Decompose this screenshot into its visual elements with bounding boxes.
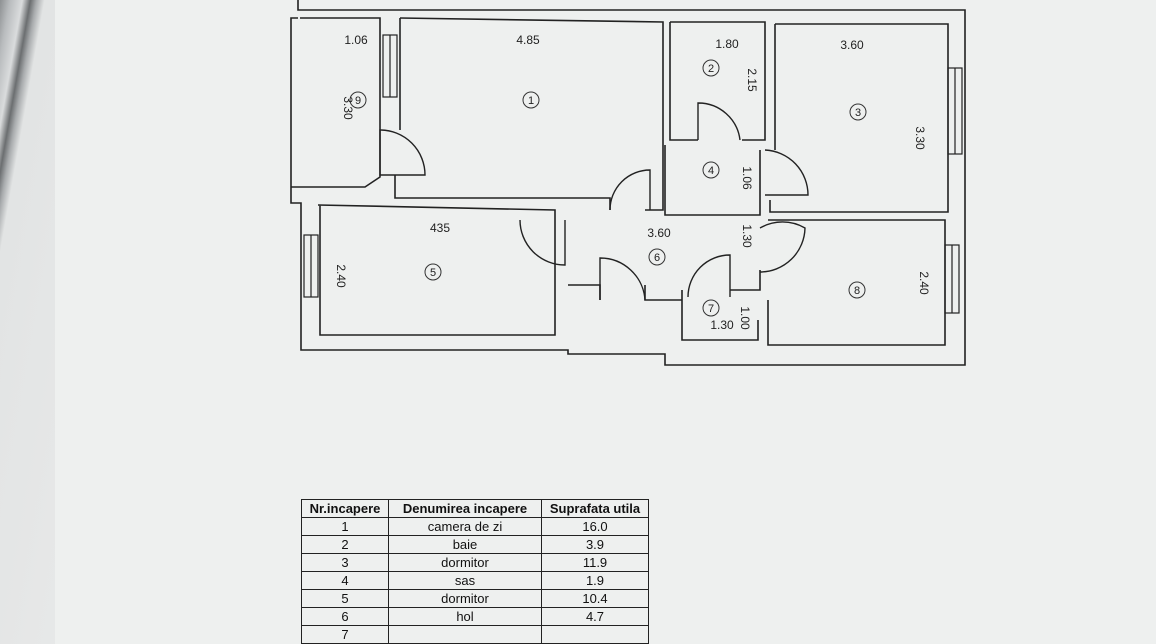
room-3-number: 3 [855, 107, 861, 119]
room-2-wall-left [669, 22, 698, 141]
room-4-number: 4 [708, 165, 714, 177]
col-header-room-name: Denumirea incapere [388, 499, 542, 518]
cell-room-number: 2 [301, 535, 389, 554]
hall-wall [568, 284, 601, 300]
door-entry [599, 257, 646, 301]
room-9-wall [291, 17, 381, 188]
room-5-number: 5 [430, 267, 436, 279]
dim-room-3-length: 3.30 [913, 126, 927, 150]
window-room-1 [382, 34, 398, 98]
dim-room-3-width: 3.60 [840, 38, 864, 52]
cell-room-number: 3 [301, 553, 389, 572]
room-7-number: 7 [708, 303, 714, 315]
dim-room-9-length: 3.30 [341, 96, 355, 120]
room-1-marker [522, 91, 540, 109]
table-row: 6 hol 4.7 [301, 607, 649, 626]
room-table: Nr.incapere Denumirea incapere Suprafata… [301, 499, 649, 644]
room-4-wall [664, 145, 761, 216]
room-9-number: 9 [355, 95, 361, 107]
cell-room-name: dormitor [388, 553, 542, 572]
room-5-wall [317, 204, 556, 336]
room-1-wall-bottom [394, 175, 611, 210]
room-7-marker [702, 299, 720, 317]
outer-wall-left [290, 17, 298, 187]
cell-area: 11.9 [541, 553, 649, 572]
dim-room-8-length: 2.40 [917, 271, 931, 295]
cell-room-number: 7 [301, 625, 389, 644]
room-9-marker [349, 91, 367, 109]
door-room-2 [697, 102, 741, 141]
door-room-8 [759, 221, 806, 273]
door-room-5 [519, 219, 566, 266]
col-header-room-number: Nr.incapere [301, 499, 389, 518]
window-room-8 [944, 244, 960, 314]
cell-room-name: hol [388, 607, 542, 626]
dim-room-7-width: 1.30 [710, 318, 734, 332]
room-7-wall [681, 290, 759, 341]
door-room-1 [609, 169, 651, 211]
cell-area: 1.9 [541, 571, 649, 590]
cell-room-name: camera de zi [388, 517, 542, 536]
cell-room-number: 6 [301, 607, 389, 626]
outer-wall [290, 0, 966, 366]
dim-room-2-length: 2.15 [745, 68, 759, 92]
table-row: 1 camera de zi 16.0 [301, 517, 649, 536]
room-2-number: 2 [708, 63, 714, 75]
door-room-9 [379, 129, 426, 176]
table-row: 3 dormitor 11.9 [301, 553, 649, 572]
dim-room-7-length: 1.00 [738, 306, 752, 330]
dim-room-5-width: 435 [430, 221, 450, 235]
cell-area: 10.4 [541, 589, 649, 608]
window-room-5 [303, 234, 319, 298]
cell-room-name: sas [388, 571, 542, 590]
cell-room-name: baie [388, 535, 542, 554]
dim-room-1-width: 4.85 [516, 33, 540, 47]
hall-wall-2 [644, 285, 682, 301]
room-3-wall [769, 23, 949, 213]
table-row: 5 dormitor 10.4 [301, 589, 649, 608]
table-row: 4 sas 1.9 [301, 571, 649, 590]
cell-room-number: 5 [301, 589, 389, 608]
dim-room-4-length: 1.06 [740, 166, 754, 190]
room-2-marker [702, 59, 720, 77]
door-room-7 [687, 254, 731, 298]
room-1-wall [399, 17, 664, 211]
room-5-marker [424, 263, 442, 281]
cell-room-name [388, 625, 542, 644]
table-header-row: Nr.incapere Denumirea incapere Suprafata… [301, 499, 649, 518]
dim-room-5-length: 2.40 [334, 264, 348, 288]
room-8-wall [767, 219, 946, 346]
table-row: 2 baie 3.9 [301, 535, 649, 554]
room-8-number: 8 [854, 285, 860, 297]
room-6-marker [648, 248, 666, 266]
dim-hall-width: 3.60 [647, 226, 671, 240]
room-2-wall [670, 21, 766, 141]
cell-room-number: 1 [301, 517, 389, 536]
cell-area: 3.9 [541, 535, 649, 554]
cell-area [541, 625, 649, 644]
table-row: 7 [301, 625, 649, 644]
window-room-3 [947, 67, 963, 155]
cell-room-name: dormitor [388, 589, 542, 608]
room-7-wall-top [730, 270, 761, 291]
room-3-marker [849, 103, 867, 121]
cell-area: 4.7 [541, 607, 649, 626]
cell-room-number: 4 [301, 571, 389, 590]
door-room-3 [764, 149, 809, 196]
cell-area: 16.0 [541, 517, 649, 536]
room-4-marker [702, 161, 720, 179]
dim-room-2-width: 1.80 [715, 37, 739, 51]
room-6-number: 6 [654, 252, 660, 264]
col-header-area: Suprafata utila [541, 499, 649, 518]
dim-hall-length: 1.30 [740, 224, 754, 248]
room-8-marker [848, 281, 866, 299]
dim-room-9-width: 1.06 [344, 33, 368, 47]
room-1-number: 1 [528, 95, 534, 107]
